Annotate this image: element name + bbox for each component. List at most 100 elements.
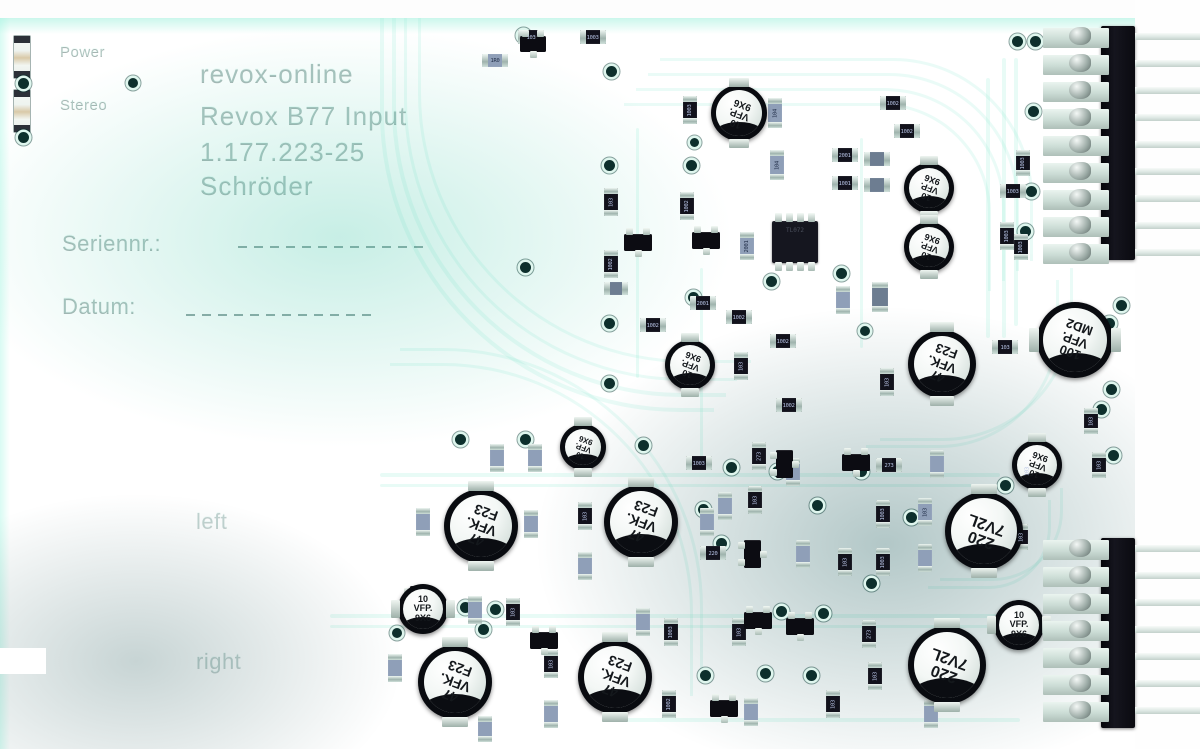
- sot23-transistor: [744, 606, 772, 635]
- smd-capacitor: [796, 540, 810, 568]
- smd-resistor: 103: [1092, 452, 1106, 478]
- smd-resistor: 103: [868, 662, 882, 690]
- smd-capacitor: [578, 552, 592, 580]
- smd-resistor: 103: [748, 486, 762, 514]
- smd-capacitor: [700, 508, 714, 536]
- electrolytic-capacitor: 10 VFP. 9X6: [665, 333, 715, 397]
- smd-resistor: 1002: [894, 124, 920, 138]
- image-top-margin: [0, 0, 1200, 18]
- electrolytic-capacitor: 100 VFP. MD2: [1029, 302, 1121, 378]
- smd-resistor: 1002: [662, 690, 676, 718]
- smd-resistor: 2001: [832, 148, 858, 162]
- smd-resistor: 103: [578, 502, 592, 530]
- sot23-transistor: [530, 626, 558, 655]
- smd-capacitor: 103: [918, 498, 932, 526]
- board-left-highlight: [0, 18, 10, 749]
- electrolytic-capacitor: 10 VFP. 9X6: [560, 417, 606, 477]
- stereo-led: [14, 90, 30, 132]
- smd-resistor: 1002: [680, 192, 694, 220]
- silk-serial-label: Seriennr.:: [62, 230, 162, 255]
- sot23-transistor: [520, 30, 546, 58]
- smd-capacitor: [744, 698, 758, 726]
- smd-capacitor: [836, 286, 850, 314]
- electrolytic-capacitor: 10 VFP. 9X6: [987, 600, 1051, 650]
- sot23-transistor: [710, 694, 738, 723]
- electrolytic-capacitor: 10 VFP. 9X6: [904, 156, 954, 220]
- smd-resistor: 273: [752, 442, 766, 470]
- smd-capacitor: [930, 450, 944, 478]
- smd-capacitor: [872, 282, 888, 312]
- electrolytic-capacitor: 10 VFP. 9X6: [711, 78, 767, 148]
- electrolytic-capacitor: 220 7V2L: [908, 618, 986, 712]
- smd-capacitor: [478, 716, 492, 742]
- electrolytic-capacitor: 10 VFP. 9X6: [904, 215, 954, 279]
- smd-resistor: 1001: [832, 176, 858, 190]
- electrolytic-capacitor: 47 VFK. F23: [604, 477, 678, 567]
- electrolytic-capacitor: 220 7V2L: [945, 484, 1023, 578]
- smd-resistor: 1003: [686, 456, 712, 470]
- sot23-transistor: [624, 228, 652, 257]
- smd-resistor: 103: [734, 352, 748, 380]
- silk-author: Schröder: [200, 170, 314, 200]
- image-right-margin: [1135, 0, 1200, 749]
- smd-resistor: 103: [838, 548, 852, 576]
- smd-capacitor: [524, 510, 538, 538]
- electrolytic-capacitor: 10 VFP. 9X6: [391, 584, 455, 634]
- electrolytic-capacitor: 10 VFP. 9X6: [1012, 433, 1062, 497]
- smd-capacitor: 1R0: [482, 54, 508, 67]
- smd-resistor: 2001: [690, 296, 716, 310]
- smd-capacitor: [490, 444, 504, 472]
- silk-date-rule: [186, 314, 378, 316]
- silk-right-label: right: [196, 648, 242, 673]
- smd-resistor: 1002: [604, 250, 618, 278]
- smd-capacitor: [416, 508, 430, 536]
- smd-capacitor: [604, 282, 628, 295]
- sot23-transistor: [842, 448, 870, 477]
- silk-date-label: Datum:: [62, 293, 136, 318]
- smd-resistor: 1002: [726, 310, 752, 324]
- electrolytic-capacitor: 47 VFK. F23: [908, 322, 976, 406]
- smd-capacitor: [468, 596, 482, 624]
- smd-resistor: 273: [862, 620, 876, 648]
- smd-resistor: 1002: [770, 334, 796, 348]
- smd-capacitor: [636, 608, 650, 636]
- smd-capacitor: [528, 444, 542, 472]
- sot23-transistor: [692, 226, 720, 255]
- smd-resistor: 103: [732, 618, 746, 646]
- smd-resistor: 103: [604, 188, 618, 216]
- smd-resistor: 1003: [664, 618, 678, 646]
- electrolytic-capacitor: 47 VFK. F23: [444, 481, 518, 571]
- smd-resistor: 103: [544, 650, 558, 678]
- smd-resistor: 1003: [683, 96, 697, 124]
- smd-capacitor: [718, 492, 732, 520]
- smd-capacitor: [918, 544, 932, 572]
- smd-resistor: 1003: [876, 548, 890, 576]
- smd-resistor: 103: [506, 598, 520, 626]
- sot23-transistor: [738, 540, 767, 568]
- smd-resistor: 1003: [876, 500, 890, 528]
- smd-resistor: 1002: [640, 318, 666, 332]
- smd-capacitor: [864, 178, 890, 192]
- smd-resistor: 1003: [1016, 150, 1030, 176]
- smd-capacitor: [864, 152, 890, 166]
- silk-part-number: 1.177.223-25: [200, 136, 366, 166]
- smd-resistor: 103: [880, 368, 894, 396]
- ic-soic8: TL072: [772, 213, 818, 271]
- sot23-transistor: [770, 450, 799, 478]
- smd-resistor: 1003: [580, 30, 606, 44]
- smd-capacitor: [388, 654, 402, 682]
- smd-resistor: 103: [826, 690, 840, 718]
- sot23-transistor: [786, 612, 814, 641]
- smd-resistor: 1003: [1014, 234, 1028, 260]
- smd-resistor: 1002: [776, 398, 802, 412]
- silk-board-title: Revox B77 Input: [200, 100, 408, 130]
- smd-resistor: 1003: [1000, 184, 1026, 198]
- silk-stereo-label: Stereo: [60, 96, 108, 113]
- smd-resistor: 1002: [880, 96, 906, 110]
- silk-brand: revox-online: [200, 58, 354, 88]
- board-edge-notch: [0, 648, 46, 674]
- smd-capacitor: [544, 700, 558, 728]
- smd-capacitor: 2001: [740, 232, 754, 260]
- silk-serial-rule: [238, 246, 430, 248]
- electrolytic-capacitor: 47 VFK. F23: [578, 632, 652, 722]
